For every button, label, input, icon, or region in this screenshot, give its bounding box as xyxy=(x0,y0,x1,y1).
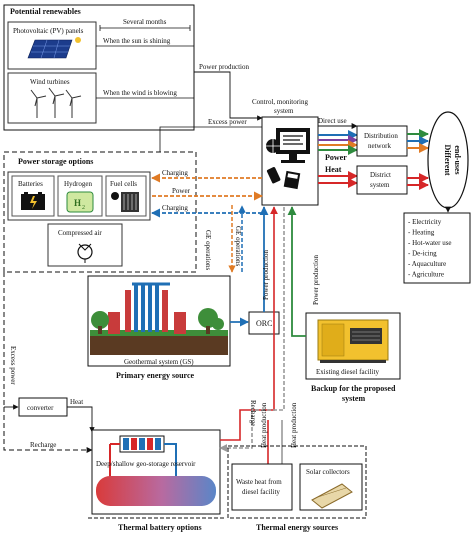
excess-power-left-label: Excess power xyxy=(9,346,17,385)
several-months-label: Several months xyxy=(123,18,167,26)
district-line2: system xyxy=(370,181,390,189)
battery-icon xyxy=(21,192,45,210)
end-use-item: - Agriculture xyxy=(408,271,444,279)
recharge-label: Recharge xyxy=(249,400,257,426)
diesel-caption-line2: system xyxy=(342,394,365,403)
diesel-caption-line1: Backup for the proposed xyxy=(311,384,396,393)
hydrogen-label: Hydrogen xyxy=(64,180,92,188)
geothermal-caption: Primary energy source xyxy=(116,371,194,380)
power-production-label: Power production xyxy=(199,63,249,71)
end-uses-title-line2: end-uses xyxy=(453,145,462,174)
reservoir-label: Deep/shallow geo-storage reservoir xyxy=(96,460,196,468)
solar-panel-icon xyxy=(27,37,81,59)
control-title-line1: Control, monitoring xyxy=(252,98,309,106)
control-title-line2: system xyxy=(274,107,294,115)
charging-label-top: Charging xyxy=(162,169,188,177)
heat-flow-label: Heat xyxy=(325,165,342,174)
recharge-left-label: Recharge xyxy=(30,441,56,449)
thermal-sources-frame xyxy=(227,445,367,519)
diesel-group: Existing diesel facility Backup for the … xyxy=(305,312,401,403)
renewables-group: Potential renewables Photovoltaic (PV) p… xyxy=(3,4,263,131)
hydrogen-icon: H 2 xyxy=(66,191,94,213)
phone-icon xyxy=(266,167,281,184)
geothermal-plant-icon xyxy=(108,282,186,334)
geo-storage-reservoir xyxy=(96,476,216,506)
power-production-arrow xyxy=(194,71,263,121)
orc-label: ORC xyxy=(256,319,272,328)
distribution-network-box xyxy=(356,125,408,157)
ge-operations-label: GE operations xyxy=(204,230,212,271)
end-use-item: - Aquaculture xyxy=(408,260,446,268)
output-flows: Direct use Power Heat xyxy=(318,117,358,188)
solar-collector-label: Solar collectors xyxy=(306,468,350,476)
distribution-line2: network xyxy=(368,142,391,150)
renewables-title: Potential renewables xyxy=(10,7,81,16)
thermal-battery-caption: Thermal battery options xyxy=(118,523,202,532)
excess-power-label: Excess power xyxy=(208,118,247,126)
power-return-label: Power xyxy=(172,187,191,195)
thermal-battery-group: Deep/shallow geo-storage reservoir Therm… xyxy=(91,429,221,532)
pv-panel-label: Photovoltaic (PV) panels xyxy=(13,27,84,35)
storage-group: Power storage options Batteries Hydrogen… xyxy=(3,151,263,273)
thermal-sources-caption: Thermal energy sources xyxy=(256,523,338,532)
computer-icon xyxy=(276,128,310,163)
heat-exchanger-icon xyxy=(109,435,177,478)
ge-operations-label-b: GE operations xyxy=(234,226,242,267)
thermal-sources-group: Waste heat from diesel facility Solar co… xyxy=(227,445,367,532)
tree-left-icon xyxy=(91,311,109,334)
tree-right-icon xyxy=(198,308,224,334)
end-use-item: - Hot-water use xyxy=(408,239,452,247)
wind-blowing-label: When the wind is blowing xyxy=(103,89,177,97)
power-flow-label: Power xyxy=(325,153,347,162)
district-line1: District xyxy=(370,171,391,179)
converter-label: converter xyxy=(27,404,54,412)
globe-icon xyxy=(266,139,280,153)
end-uses-list-box xyxy=(403,212,471,284)
charging-label-bottom: Charging xyxy=(162,204,188,212)
end-use-item: - Heating xyxy=(408,229,435,237)
geothermal-label: Geothermal system (GS) xyxy=(124,358,194,366)
control-system-group: Control, monitoring system xyxy=(252,98,319,206)
storage-frame xyxy=(3,151,197,273)
ground-layer xyxy=(90,335,228,355)
solar-collector-icon xyxy=(311,483,353,509)
direct-use-label: Direct use xyxy=(318,117,347,125)
calculator-icon xyxy=(283,170,301,190)
distribution-line1: Distribution xyxy=(364,132,398,140)
geothermal-group: Geothermal system (GS) Primary energy so… xyxy=(87,275,231,380)
wind-turbine-label: Wind turbines xyxy=(30,78,70,86)
fuel-cells-label: Fuel cells xyxy=(110,180,137,188)
h2-subscript: 2 xyxy=(82,205,85,211)
power-production-orc-label: Power production xyxy=(262,250,270,300)
waste-heat-line2: diesel facility xyxy=(242,488,280,496)
fuel-cell-icon xyxy=(111,192,139,212)
heat-small-label: Heat xyxy=(70,398,83,406)
waste-heat-box xyxy=(231,463,293,511)
storage-title: Power storage options xyxy=(18,157,93,166)
diesel-label: Existing diesel facility xyxy=(316,368,379,376)
end-use-item: - Electricity xyxy=(408,218,442,226)
district-system-box xyxy=(356,165,408,195)
h2-symbol: H xyxy=(74,198,81,208)
waste-heat-line1: Waste heat from xyxy=(236,478,282,486)
end-uses-title-line1: Different xyxy=(443,145,452,176)
end-use-item: - De-icing xyxy=(408,250,437,258)
power-production-diesel-label: Power production xyxy=(312,255,320,305)
end-uses-list: - Electricity - Heating - Hot-water use - D… xyxy=(408,218,452,279)
heat-production-label-b: Heat production xyxy=(290,402,298,448)
renewables-frame xyxy=(3,4,195,131)
diesel-generator-icon xyxy=(317,319,389,363)
heat-production-label-a: Heat production xyxy=(260,402,268,448)
compressed-air-label: Compressed air xyxy=(58,229,102,237)
sun-shining-label: When the sun is shining xyxy=(103,37,171,45)
compressed-air-icon xyxy=(77,243,93,263)
pv-panel-box xyxy=(7,21,97,70)
wind-turbine-icon xyxy=(30,87,82,118)
batteries-label: Batteries xyxy=(18,180,43,188)
